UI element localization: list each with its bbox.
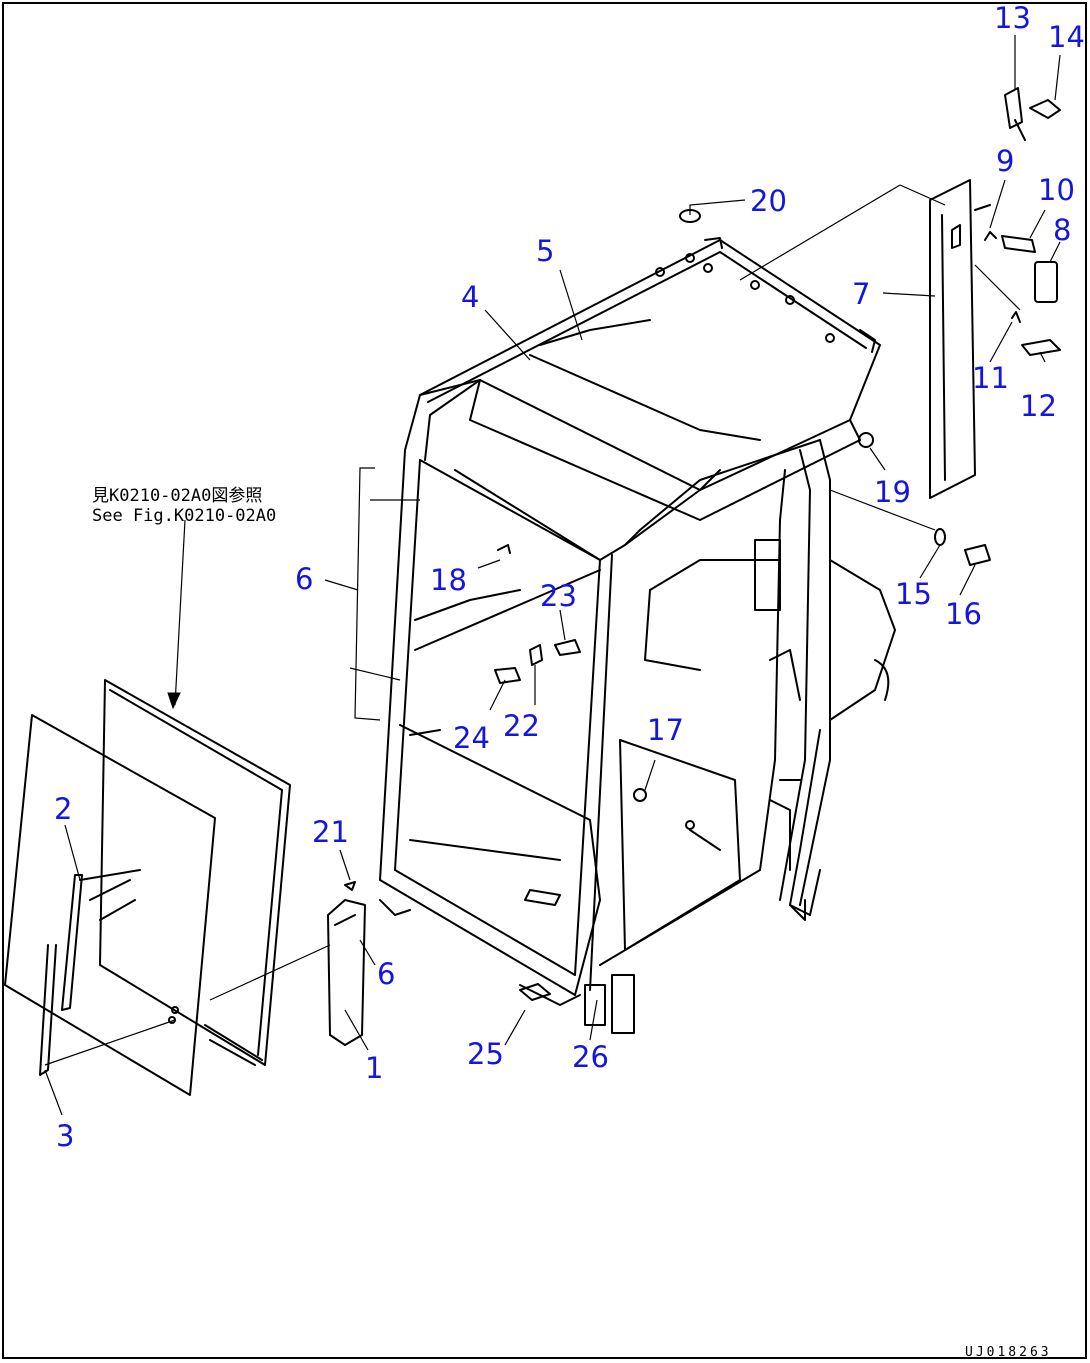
leader-1 [344, 1009, 369, 1051]
leader-25 [504, 1009, 526, 1046]
callout-21: 21 [312, 815, 349, 849]
leader-motor [209, 944, 331, 1001]
leader-2 [64, 824, 81, 881]
leader-18 [477, 559, 501, 569]
front-window-frame [99, 679, 291, 1066]
leader-10 [1029, 209, 1046, 239]
leader-15-tie [829, 489, 936, 531]
leader-20 [689, 199, 746, 215]
callout-6-lower: 6 [377, 957, 396, 991]
callout-16: 16 [945, 597, 982, 631]
leader-19 [869, 447, 886, 471]
leader-11 [989, 321, 1013, 363]
bracket-6a-b [324, 579, 359, 591]
leader-3 [44, 1069, 63, 1116]
wiper-assembly [39, 874, 179, 1076]
leader-15 [919, 544, 941, 579]
callout-8: 8 [1053, 213, 1072, 247]
reference-arrow [167, 692, 181, 710]
callout-3: 3 [56, 1119, 75, 1153]
leader-9 [989, 179, 1006, 229]
bracket-6a [354, 467, 381, 721]
callout-19: 19 [874, 475, 911, 509]
callout-17: 17 [647, 713, 684, 747]
leader-5 [559, 269, 583, 341]
leader-16 [959, 564, 976, 596]
reference-note-jp: 見K0210-02A0図参照 [92, 486, 263, 506]
leader-21 [339, 849, 351, 881]
callout-26: 26 [572, 1040, 609, 1074]
leader-4 [484, 309, 531, 361]
cab-side-frame [524, 439, 896, 966]
leader-7-tie [739, 184, 901, 281]
callout-10: 10 [1038, 173, 1075, 207]
callout-1: 1 [365, 1051, 384, 1085]
cab-frame [379, 379, 821, 996]
bracket-6a-d [349, 667, 401, 681]
rear-trim-cover [929, 87, 1058, 499]
callout-11: 11 [972, 361, 1009, 395]
callout-23: 23 [540, 579, 577, 613]
leader-motor2 [44, 1019, 176, 1066]
drawing-code: UJ018263 [965, 1345, 1052, 1360]
leader-6b [359, 939, 376, 966]
leader-24 [489, 679, 506, 711]
callout-2: 2 [54, 792, 73, 826]
callout-13: 13 [994, 1, 1031, 35]
callout-6-upper: 6 [295, 562, 314, 596]
leader-14 [1054, 54, 1061, 101]
hardware-items [344, 99, 1061, 1001]
reference-note: 見K0210-02A0図参照 See Fig.K0210-02A0 [92, 486, 276, 527]
leader-rear-tie [974, 264, 1021, 311]
reference-note-en: See Fig.K0210-02A0 [92, 506, 277, 527]
leader-17 [644, 759, 656, 791]
leader-26 [589, 999, 598, 1041]
callout-15: 15 [895, 577, 932, 611]
leader-7-tie2 [899, 184, 946, 206]
leader-23 [559, 609, 566, 641]
leader-window [174, 519, 186, 706]
callout-14: 14 [1048, 20, 1085, 54]
callout-20: 20 [750, 184, 787, 218]
wiper-motor [327, 899, 366, 1046]
callout-24: 24 [453, 721, 490, 755]
callout-25: 25 [467, 1037, 504, 1071]
leader-8 [1049, 241, 1061, 263]
roof-panel [419, 237, 881, 521]
callout-22: 22 [503, 709, 540, 743]
callout-18: 18 [430, 563, 467, 597]
front-glass-panel [4, 714, 216, 1096]
callout-7: 7 [852, 277, 871, 311]
callout-5: 5 [536, 234, 555, 268]
callout-4: 4 [461, 280, 480, 314]
callout-9: 9 [996, 144, 1015, 178]
leader-7 [882, 292, 936, 297]
callout-12: 12 [1020, 389, 1057, 423]
leader-12 [1039, 351, 1046, 363]
cab-mounts [379, 899, 806, 1034]
